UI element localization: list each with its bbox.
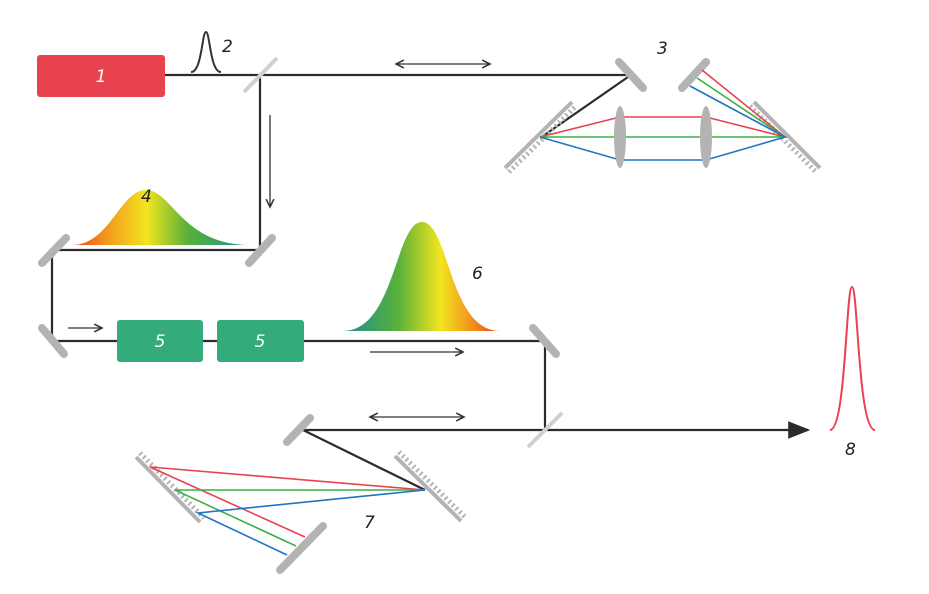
output-pulse: [829, 285, 876, 431]
laser-label: 1: [96, 67, 107, 87]
mirrors: [38, 58, 710, 574]
output-pulse-label: 8: [845, 440, 856, 460]
amplified-spectrum: [343, 222, 500, 331]
beam-paths: [50, 73, 811, 491]
amplifier-label: 5: [155, 332, 166, 352]
amplifier: [217, 320, 304, 362]
pulse-label: 2: [222, 37, 233, 57]
stretched-spectrum-label: 4: [141, 187, 152, 207]
amplified-spectrum-label: 6: [472, 264, 483, 284]
compressor: [134, 450, 467, 556]
amplifier: [117, 320, 203, 362]
direction-arrows: [68, 64, 490, 417]
amplifier-label: 5: [255, 332, 266, 352]
laser-source: [37, 55, 165, 97]
stretcher-label: 3: [657, 39, 668, 59]
compressor-label: 7: [364, 513, 375, 533]
beam-splitter: [242, 56, 279, 94]
stretched-spectrum: [72, 190, 250, 245]
stretcher: [503, 69, 822, 174]
input-pulse: [190, 30, 222, 73]
beam-splitter: [526, 411, 564, 449]
